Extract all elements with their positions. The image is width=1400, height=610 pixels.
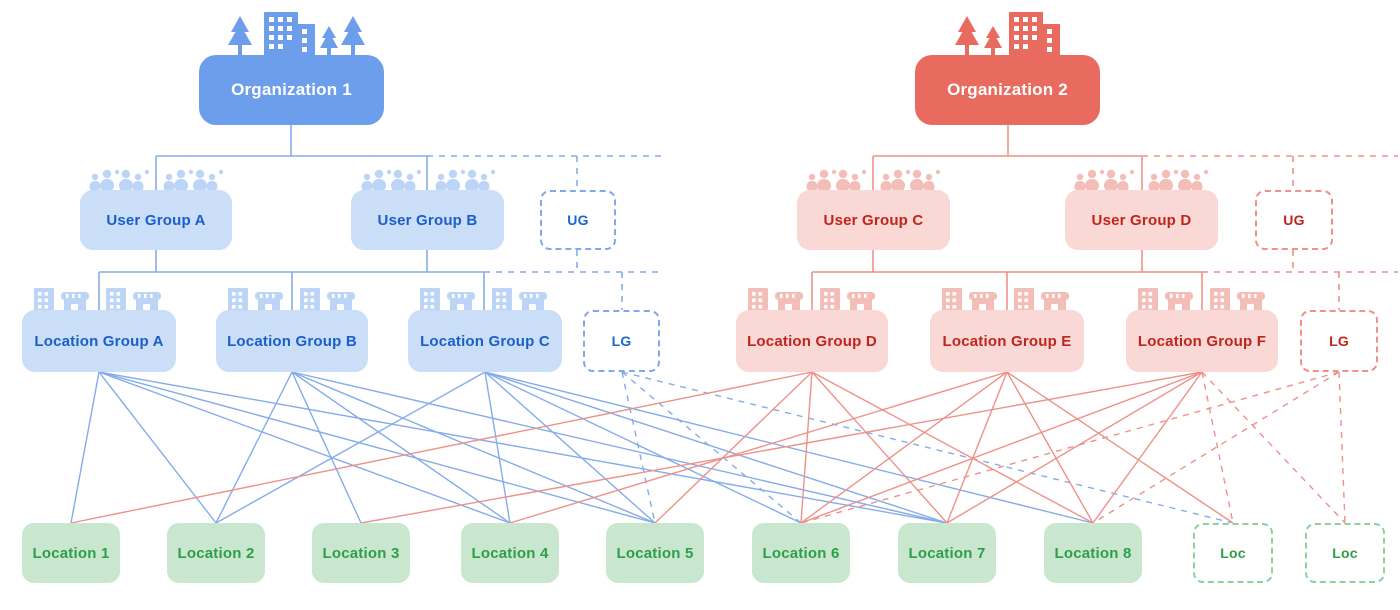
location-1-label: Location 1 xyxy=(32,544,110,562)
user-group-a-label: User Group A xyxy=(106,211,206,229)
location-group-f-node: Location Group F xyxy=(1126,310,1278,372)
location-group-b-node: Location Group B xyxy=(216,310,368,372)
people-group-icon xyxy=(162,168,226,192)
location-group-placeholder-blue-label: LG xyxy=(611,333,632,349)
location-placeholder-1-node: Loc xyxy=(1193,523,1273,583)
storefront-buildings-icon xyxy=(490,284,550,314)
location-group-placeholder-red-label: LG xyxy=(1329,333,1349,349)
org2-node: Organization 2 xyxy=(915,55,1100,125)
location-group-f-label: Location Group F xyxy=(1137,332,1267,350)
location-group-d-label: Location Group D xyxy=(747,332,877,350)
location-2-label: Location 2 xyxy=(177,544,255,562)
user-group-b-label: User Group B xyxy=(377,211,478,229)
location-group-c-label: Location Group C xyxy=(420,332,550,350)
user-group-c-node: User Group C xyxy=(797,190,950,250)
org1-node: Organization 1 xyxy=(199,55,384,125)
storefront-buildings-icon xyxy=(104,284,164,314)
user-group-d-node: User Group D xyxy=(1065,190,1218,250)
people-group-icon xyxy=(1147,168,1211,192)
location-group-e-label: Location Group E xyxy=(942,332,1072,350)
location-6-node: Location 6 xyxy=(752,523,850,583)
org1-label: Organization 1 xyxy=(231,80,352,99)
location-placeholder-2-node: Loc xyxy=(1305,523,1385,583)
user-group-d-label: User Group D xyxy=(1091,211,1192,229)
location-group-placeholder-blue-node: LG xyxy=(583,310,660,372)
location-group-placeholder-red-node: LG xyxy=(1300,310,1378,372)
organization-buildings-trees-icon xyxy=(935,12,1085,56)
people-group-icon xyxy=(434,168,498,192)
location-6-label: Location 6 xyxy=(762,544,840,562)
location-group-a-label: Location Group A xyxy=(34,332,164,350)
user-group-placeholder-red-label: UG xyxy=(1283,212,1305,228)
location-7-node: Location 7 xyxy=(898,523,996,583)
location-group-b-label: Location Group B xyxy=(227,332,357,350)
location-2-node: Location 2 xyxy=(167,523,265,583)
user-group-placeholder-blue-label: UG xyxy=(567,212,589,228)
location-7-label: Location 7 xyxy=(908,544,986,562)
org2-label: Organization 2 xyxy=(947,80,1068,99)
location-8-label: Location 8 xyxy=(1054,544,1132,562)
location-5-label: Location 5 xyxy=(616,544,694,562)
organization-buildings-trees-icon xyxy=(218,12,368,56)
location-group-d-node: Location Group D xyxy=(736,310,888,372)
location-3-node: Location 3 xyxy=(312,523,410,583)
people-group-icon xyxy=(360,168,424,192)
storefront-buildings-icon xyxy=(298,284,358,314)
user-group-a-node: User Group A xyxy=(80,190,232,250)
location-4-label: Location 4 xyxy=(471,544,549,562)
people-group-icon xyxy=(88,168,152,192)
people-group-icon xyxy=(879,168,943,192)
location-placeholder-2-label: Loc xyxy=(1332,545,1358,561)
location-1-node: Location 1 xyxy=(22,523,120,583)
user-group-placeholder-red-node: UG xyxy=(1255,190,1333,250)
location-placeholder-1-label: Loc xyxy=(1220,545,1246,561)
user-group-b-node: User Group B xyxy=(351,190,504,250)
location-group-e-node: Location Group E xyxy=(930,310,1084,372)
people-group-icon xyxy=(805,168,869,192)
storefront-buildings-icon xyxy=(818,284,878,314)
location-4-node: Location 4 xyxy=(461,523,559,583)
location-group-a-node: Location Group A xyxy=(22,310,176,372)
location-5-node: Location 5 xyxy=(606,523,704,583)
user-group-placeholder-blue-node: UG xyxy=(540,190,616,250)
location-group-c-node: Location Group C xyxy=(408,310,562,372)
location-8-node: Location 8 xyxy=(1044,523,1142,583)
location-3-label: Location 3 xyxy=(322,544,400,562)
people-group-icon xyxy=(1073,168,1137,192)
user-group-c-label: User Group C xyxy=(823,211,924,229)
